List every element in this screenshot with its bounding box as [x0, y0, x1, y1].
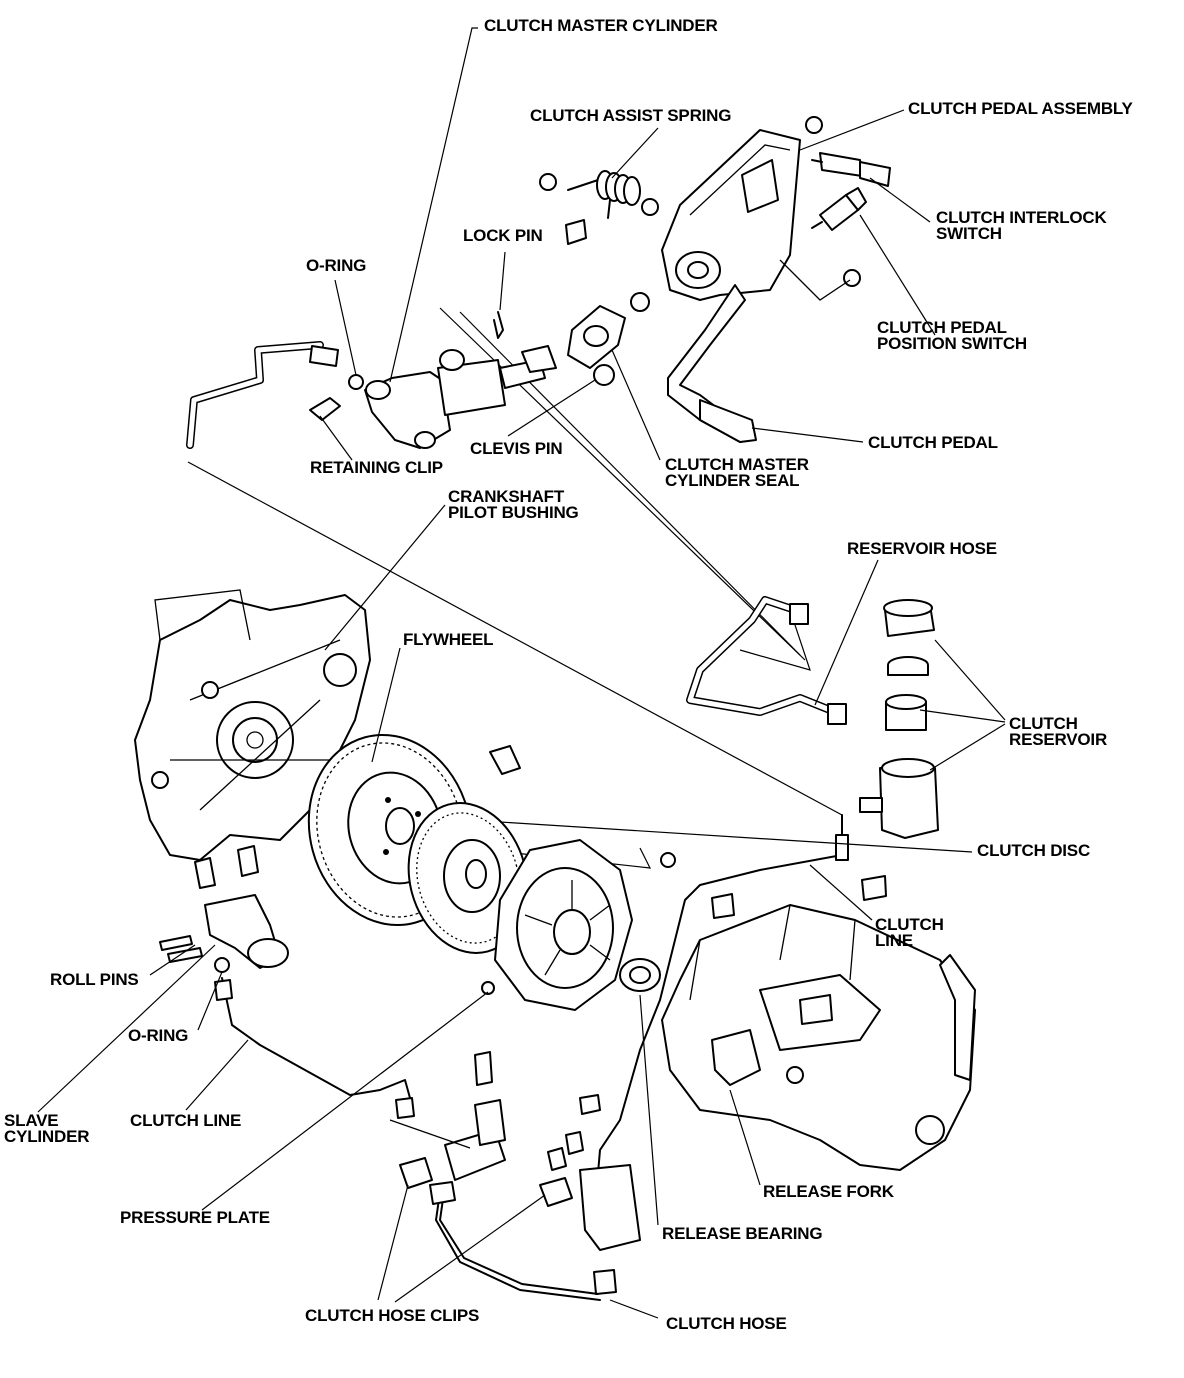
clutch-pedal-assembly [661, 116, 861, 443]
label-clutch-line-left: CLUTCH LINE [130, 1111, 242, 1130]
label-flywheel: FLYWHEEL [403, 630, 494, 649]
label-pressure-plate: PRESSURE PLATE [120, 1208, 270, 1227]
label-clutch-hose: CLUTCH HOSE [666, 1314, 787, 1333]
label-o-ring-bottom: O-RING [128, 1026, 189, 1045]
label-clutch-hose-clips: CLUTCH HOSE CLIPS [305, 1306, 480, 1325]
clutch-line-left-part [214, 957, 415, 1119]
label-reservoir-hose: RESERVOIR HOSE [847, 539, 997, 558]
label-clutch-interlock-switch: CLUTCH INTERLOCK SWITCH [936, 208, 1107, 243]
clutch-interlock-switch-part [811, 152, 891, 187]
label-clutch-master-cylinder: CLUTCH MASTER CYLINDER [484, 16, 718, 35]
label-o-ring-top: O-RING [306, 256, 367, 275]
clutch-master-cylinder-seal-part [567, 292, 650, 369]
engine-block [134, 589, 371, 861]
clutch-hose-part [429, 1181, 617, 1301]
release-bearing-part [619, 958, 661, 992]
label-clutch-disc: CLUTCH DISC [977, 841, 1091, 860]
lock-pin-part [493, 311, 504, 339]
clutch-reservoir-part [859, 599, 939, 839]
label-slave-cylinder: SLAVE CYLINDER [4, 1111, 90, 1146]
roll-pins-part [159, 935, 203, 963]
master-cylinder-feed-line [186, 341, 339, 449]
label-clutch-pedal-position-switch: CLUTCH PEDAL POSITION SWITCH [877, 318, 1028, 353]
clutch-pedal-position-switch-part [811, 187, 867, 231]
label-crankshaft-pilot-bushing: CRANKSHAFT PILOT BUSHING [448, 487, 579, 522]
label-leaders [37, 27, 1006, 1319]
clutch-assist-spring-part [539, 170, 659, 245]
retaining-clip-part [309, 397, 341, 421]
clutch-disc-part [407, 802, 529, 954]
label-release-fork: RELEASE FORK [763, 1182, 894, 1201]
clutch-hose-clips-part [389, 1051, 641, 1251]
label-clevis-pin: CLEVIS PIN [470, 439, 563, 458]
label-clutch-master-cylinder-seal: CLUTCH MASTER CYLINDER SEAL [665, 455, 809, 490]
label-clutch-assist-spring: CLUTCH ASSIST SPRING [530, 106, 732, 125]
clutch-master-cylinder-part [348, 345, 615, 449]
label-clutch-line-right: CLUTCH LINE [875, 915, 944, 950]
label-release-bearing: RELEASE BEARING [662, 1224, 823, 1243]
label-clutch-reservoir: CLUTCH RESERVOIR [1009, 714, 1108, 749]
clutch-line-right-part [596, 814, 887, 1186]
label-roll-pins: ROLL PINS [50, 970, 139, 989]
reservoir-hose-part [686, 596, 847, 725]
transmission-part [661, 904, 976, 1171]
label-clutch-pedal: CLUTCH PEDAL [868, 433, 998, 452]
label-clutch-pedal-assembly: CLUTCH PEDAL ASSEMBLY [908, 99, 1133, 118]
label-lock-pin: LOCK PIN [463, 226, 543, 245]
pressure-plate-part [481, 839, 676, 1011]
slave-cylinder-part [194, 845, 289, 969]
label-retaining-clip: RETAINING CLIP [310, 458, 443, 477]
